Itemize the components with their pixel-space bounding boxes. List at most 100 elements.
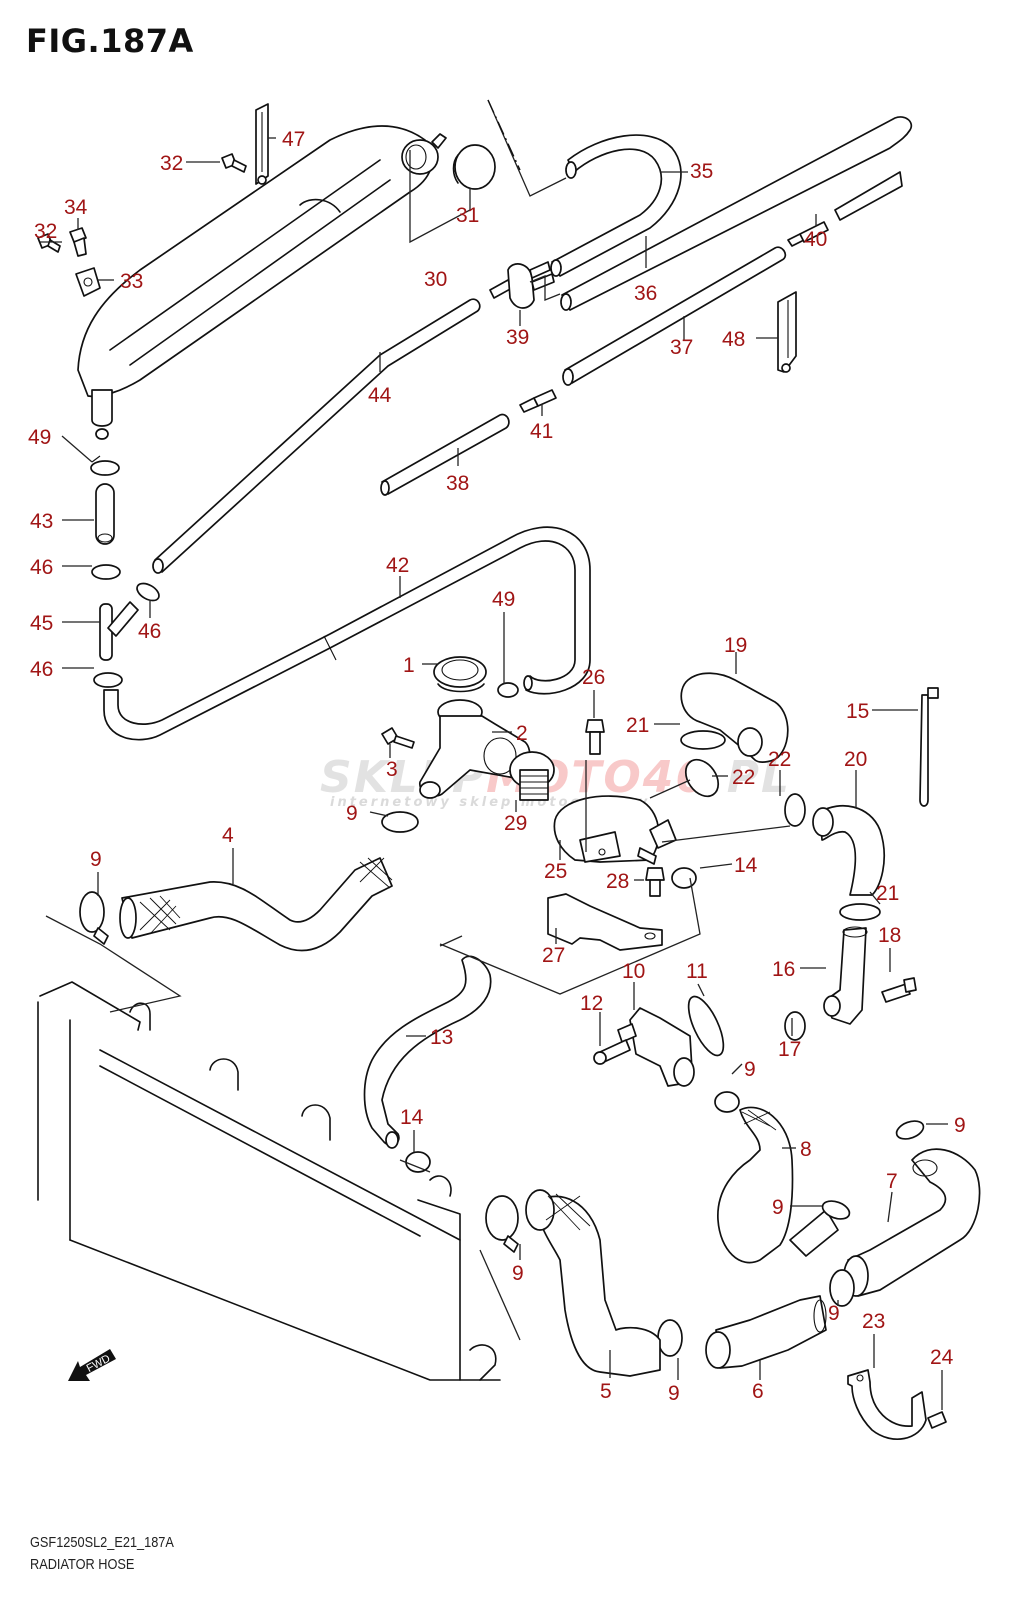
callout-14-a[interactable]: 14 — [400, 1106, 424, 1129]
callout-24[interactable]: 24 — [930, 1346, 954, 1369]
clamp-9-right-lower[interactable] — [829, 1269, 855, 1307]
pipe-16[interactable] — [823, 926, 868, 1025]
clamp-14-lower[interactable] — [405, 1151, 431, 1173]
callout-38[interactable]: 38 — [446, 472, 469, 495]
bolt-3[interactable] — [381, 727, 415, 749]
clamp-9-right-mid[interactable] — [820, 1198, 852, 1223]
callout-23[interactable]: 23 — [862, 1310, 885, 1333]
callout-10[interactable]: 10 — [622, 960, 645, 983]
clamp-9-fitting[interactable] — [714, 1091, 740, 1113]
clamp-9-right-upper[interactable] — [894, 1118, 926, 1143]
callout-49-b[interactable]: 49 — [492, 588, 515, 611]
callout-5[interactable]: 5 — [600, 1380, 612, 1403]
three-way-joint-39[interactable] — [489, 261, 555, 309]
radiator[interactable] — [37, 981, 501, 1381]
clamp-49-center[interactable] — [497, 682, 519, 698]
callout-9-a[interactable]: 9 — [90, 848, 102, 871]
hose-42[interactable] — [103, 526, 591, 741]
callout-26[interactable]: 26 — [582, 666, 605, 689]
callout-12[interactable]: 12 — [580, 992, 603, 1015]
callout-36[interactable]: 36 — [634, 282, 657, 305]
bracket-23[interactable] — [847, 1369, 927, 1440]
clamp-46-upper[interactable] — [91, 564, 121, 580]
bracket-47[interactable] — [255, 103, 269, 185]
cable-tie-15[interactable] — [919, 687, 939, 807]
clamp-9-bottom-middle[interactable] — [657, 1319, 683, 1357]
callout-22-a[interactable]: 22 — [732, 766, 755, 789]
hose-8[interactable] — [717, 1106, 839, 1264]
clamp-22-left[interactable] — [679, 754, 725, 803]
hose-7[interactable] — [843, 1148, 981, 1297]
callout-46-a[interactable]: 46 — [30, 556, 53, 579]
callout-8[interactable]: 8 — [800, 1138, 812, 1161]
hose-20[interactable] — [812, 804, 885, 896]
callout-20[interactable]: 20 — [844, 748, 867, 771]
hose-44[interactable] — [152, 298, 481, 574]
o-ring-11[interactable] — [682, 992, 731, 1060]
callout-21-a[interactable]: 21 — [626, 714, 649, 737]
callout-46-c[interactable]: 46 — [30, 658, 53, 681]
bolt-28[interactable] — [645, 867, 665, 897]
clamp-21-upper[interactable] — [680, 730, 726, 750]
clamp-9-bottom-left[interactable] — [485, 1195, 519, 1253]
callout-9-e[interactable]: 9 — [772, 1196, 784, 1219]
hose-19[interactable] — [680, 672, 789, 763]
callout-9-c[interactable]: 9 — [744, 1058, 756, 1081]
callout-4[interactable]: 4 — [222, 824, 234, 847]
bracket-48[interactable] — [777, 291, 797, 373]
callout-46-b[interactable]: 46 — [138, 620, 161, 643]
callout-16[interactable]: 16 — [772, 958, 795, 981]
hose-36[interactable] — [560, 116, 913, 311]
callout-43[interactable]: 43 — [30, 510, 53, 533]
clamp-46-lower[interactable] — [93, 672, 123, 688]
hose-5[interactable] — [525, 1189, 661, 1377]
callout-9-b[interactable]: 9 — [346, 802, 358, 825]
filler-neck[interactable] — [419, 699, 531, 799]
bolt-26[interactable] — [585, 719, 605, 755]
callout-32-b[interactable]: 32 — [34, 220, 57, 243]
clamp-14-upper[interactable] — [671, 867, 697, 889]
callout-9-f[interactable]: 9 — [512, 1262, 524, 1285]
thermostat-case[interactable] — [553, 795, 677, 865]
bolt-24[interactable] — [927, 1411, 947, 1429]
callout-7[interactable]: 7 — [886, 1170, 898, 1193]
callout-44[interactable]: 44 — [368, 384, 392, 407]
bolt-32-upper[interactable] — [221, 153, 247, 173]
callout-1[interactable]: 1 — [403, 654, 415, 677]
hose-38[interactable] — [380, 413, 510, 496]
callout-47[interactable]: 47 — [282, 128, 305, 151]
bolt-34[interactable] — [69, 227, 87, 257]
callout-40[interactable]: 40 — [804, 228, 827, 251]
callout-9-d[interactable]: 9 — [954, 1114, 966, 1137]
joint-40[interactable] — [787, 221, 829, 247]
callout-48[interactable]: 48 — [722, 328, 745, 351]
callout-41[interactable]: 41 — [530, 420, 553, 443]
callout-18[interactable]: 18 — [878, 924, 901, 947]
callout-15[interactable]: 15 — [846, 700, 869, 723]
reservoir-tank[interactable] — [77, 125, 447, 440]
callout-29[interactable]: 29 — [504, 812, 527, 835]
callout-22-b[interactable]: 22 — [768, 748, 791, 771]
clamp-9-upper[interactable] — [381, 811, 419, 833]
clamp-21-lower[interactable] — [839, 903, 881, 921]
callout-35[interactable]: 35 — [690, 160, 713, 183]
callout-45[interactable]: 45 — [30, 612, 53, 635]
hose-35[interactable] — [550, 134, 682, 277]
callout-11[interactable]: 11 — [686, 960, 708, 983]
callout-33[interactable]: 33 — [120, 270, 143, 293]
callout-9-h[interactable]: 9 — [828, 1302, 840, 1325]
hose-4[interactable] — [119, 857, 393, 952]
hose-37[interactable] — [562, 246, 787, 386]
callout-9-g[interactable]: 9 — [668, 1382, 680, 1405]
water-inlet-fitting-10[interactable] — [617, 1007, 695, 1087]
o-ring-17[interactable] — [784, 1011, 806, 1041]
bolt-18[interactable] — [881, 977, 917, 1003]
callout-2[interactable]: 2 — [516, 722, 528, 745]
callout-3[interactable]: 3 — [386, 758, 398, 781]
callout-27[interactable]: 27 — [542, 944, 565, 967]
callout-13[interactable]: 13 — [430, 1026, 453, 1049]
callout-34[interactable]: 34 — [64, 196, 88, 219]
clamp-22-right[interactable] — [784, 793, 806, 827]
callout-30[interactable]: 30 — [424, 268, 447, 291]
joint-41[interactable] — [519, 389, 557, 413]
